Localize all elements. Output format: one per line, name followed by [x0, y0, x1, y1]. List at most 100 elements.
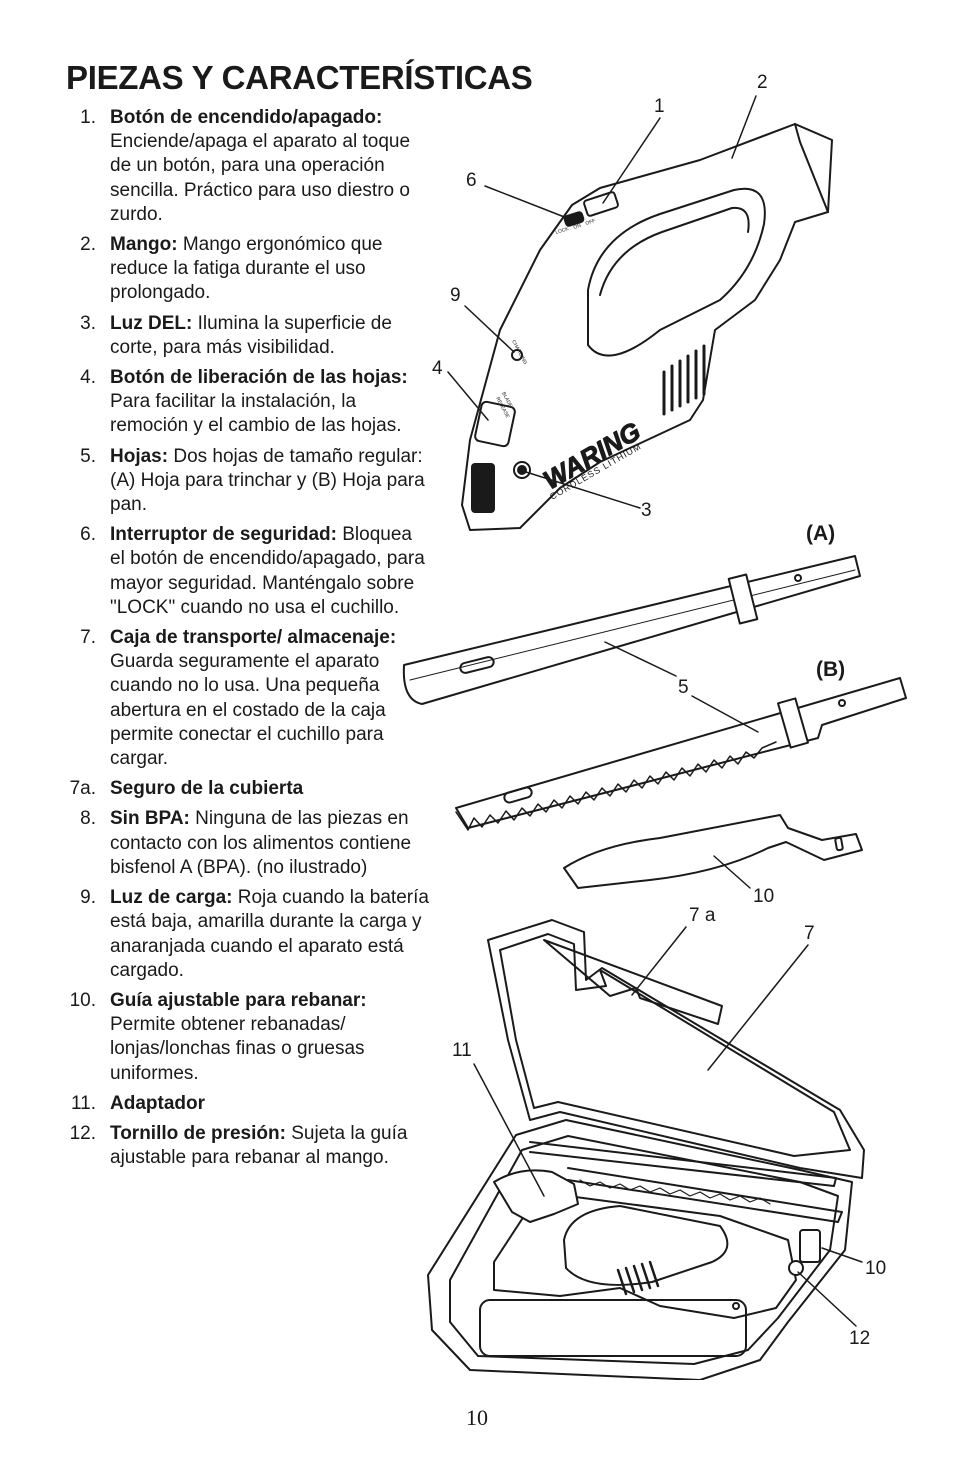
item-number: 12. [69, 1122, 96, 1144]
on-label: ON [573, 223, 582, 231]
case-front-panel [479, 1299, 747, 1357]
item-term: Luz DEL: [110, 312, 193, 334]
item-term: Mango: [110, 234, 178, 256]
parts-list: 1. Botón de encendido/apagado: Enciende/a… [60, 106, 432, 1176]
list-item: 7a.Seguro de la cubierta [60, 777, 432, 801]
item-description: Mango ergonómico que reduce la fatiga du… [110, 234, 383, 304]
case-adapter-icon [493, 1169, 579, 1223]
case-knife-vent-grille [616, 1260, 660, 1296]
case-blade-slot-lower [567, 1167, 843, 1223]
page-title: PIEZAS Y CARACTERÍSTICAS [66, 59, 533, 96]
list-item: 9. Luz de carga: Roja cuando la batería e… [60, 886, 432, 983]
blade-a-illustration [402, 555, 861, 705]
blade-a-collar [727, 573, 759, 625]
blade-b-serrated-edge [455, 741, 777, 831]
item-description: Ilumina la superficie de corte, para más… [110, 312, 392, 358]
blade-a-spine-edge [409, 569, 856, 681]
callout-1: 1 [654, 96, 665, 117]
callout-9: 9 [450, 285, 461, 306]
item-description: Enciende/apaga el aparato al toque de un… [110, 131, 411, 225]
slicing-guide-outline [563, 814, 863, 889]
item-description: Sujeta la guía ajustable para rebanar al… [110, 1122, 408, 1169]
item-term: Interruptor de seguridad: [110, 524, 337, 546]
callout-7a: 7 a [689, 905, 716, 926]
case-base-inner-outline [449, 1135, 839, 1365]
item-number: 8. [80, 808, 96, 830]
item-number: 1. [80, 107, 96, 128]
case-pivot-icon [732, 1302, 740, 1310]
item-number: 9. [80, 887, 96, 909]
list-item: 10. Guía ajustable para rebanar: Permite … [60, 989, 432, 1086]
callout-3: 3 [641, 500, 652, 521]
callout-10-guide: 10 [753, 886, 774, 907]
item-description: Guarda seguramente el aparato cuando no … [110, 651, 386, 770]
case-lid-latch-icon [543, 939, 723, 1025]
blade-slot-icon [471, 463, 495, 513]
knife-housing-back-edge [794, 123, 829, 213]
knife-handle-opening [587, 187, 766, 357]
item-number: 4. [80, 367, 96, 389]
blade-release-button-icon [474, 400, 516, 448]
list-item: 4. Botón de liberación de las hojas: Para… [60, 366, 432, 439]
list-item: 1. Botón de encendido/apagado: Enciende/a… [60, 106, 432, 227]
item-number: 10. [69, 989, 96, 1011]
callout-6: 6 [466, 170, 477, 191]
item-term: Botón de liberación de las hojas: [110, 367, 408, 389]
knife-handle-inner-rim [599, 206, 750, 296]
case-lid-outline [487, 919, 865, 1179]
item-description: Permite obtener rebanadas/ lonjas/loncha… [110, 1014, 365, 1084]
page-number: 10 [466, 1405, 488, 1430]
slicing-guide-illustration [563, 814, 863, 889]
list-item: 7. Caja de transporte/ almacenaje: Guarda… [60, 626, 432, 771]
item-number: 5. [80, 445, 96, 467]
callout-leaders [447, 95, 863, 1327]
blade-b-illustration [455, 677, 907, 831]
blade-b-slot-icon [503, 786, 533, 804]
list-item: 12. Tornillo de presión: Sujeta la guía a… [60, 1122, 432, 1170]
callout-2: 2 [757, 72, 768, 93]
item-term: Guía ajustable para rebanar: [110, 989, 367, 1011]
item-description: Para facilitar la instalación, la remoci… [110, 391, 402, 437]
slicing-guide-slot-icon [834, 836, 844, 852]
item-term: Tornillo de presión: [110, 1122, 286, 1144]
blade-a-slot-icon [459, 656, 495, 674]
blade-b-collar [777, 697, 809, 749]
blade-b-rivet-icon [838, 699, 846, 707]
case-blade-slot-upper [529, 1141, 837, 1187]
case-blade-serration [579, 1179, 771, 1205]
case-screw-icon [788, 1260, 804, 1276]
list-item: 11.Adaptador [60, 1092, 432, 1116]
knife-illustration: WARING CORDLESS LITHIUM CHARGING BLADE R… [461, 123, 833, 531]
knife-vent-grille [662, 344, 706, 416]
lock-label: LOCK [555, 226, 570, 236]
callout-7: 7 [804, 923, 815, 944]
item-description: Ninguna de las piezas en contacto con lo… [110, 808, 412, 878]
item-term: Seguro de la cubierta [110, 778, 304, 800]
case-lid-inner-outline [499, 933, 851, 1157]
callout-11: 11 [452, 1040, 472, 1061]
list-item: 6.Interruptor de seguridad: Bloquea el b… [60, 523, 432, 620]
item-description: Bloquea el botón de encendido/apagado, p… [110, 524, 425, 618]
item-term: Caja de transporte/ almacenaje: [110, 627, 397, 649]
callout-5: 5 [678, 677, 689, 698]
parts-diagram: WARING CORDLESS LITHIUM CHARGING BLADE R… [402, 72, 907, 1380]
blade-b-outline [455, 677, 907, 829]
power-button-icon [583, 191, 619, 217]
item-term: Sin BPA: [110, 808, 190, 830]
item-term: Adaptador [110, 1092, 205, 1114]
blade-b-label: (B) [816, 658, 845, 681]
item-number: 3. [80, 312, 96, 334]
blade-a-outline [402, 555, 861, 705]
item-description: Dos hojas de tamaño regular: (A) Hoja pa… [110, 445, 425, 516]
item-number: 7. [80, 627, 96, 649]
led-light-lens-icon [517, 465, 527, 475]
blade-a-label: (A) [806, 522, 835, 545]
charging-light-icon [511, 349, 523, 361]
case-guide-clip-icon [799, 1229, 821, 1263]
list-item: 5. Hojas: Dos hojas de tamaño regular: (A… [60, 445, 432, 518]
list-item: 2.Mango: Mango ergonómico que reduce la … [60, 233, 432, 306]
item-term: Hojas: [110, 445, 169, 467]
item-description: Roja cuando la batería está baja, amaril… [110, 887, 429, 981]
item-term: Botón de encendido/apagado: [110, 107, 383, 128]
item-term: Luz de carga: [110, 887, 233, 909]
